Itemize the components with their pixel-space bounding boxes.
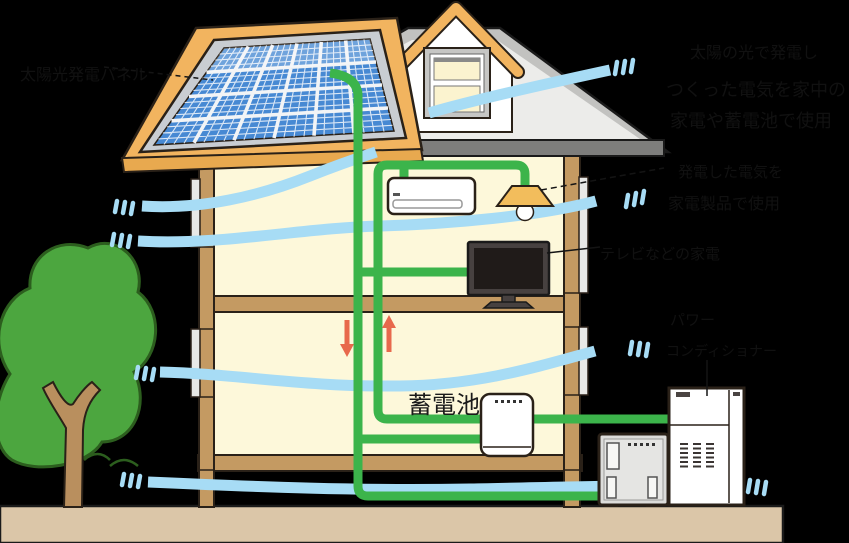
wind-tick-exit [627,339,651,359]
battery-indicator-dots [495,400,522,403]
storage-battery [479,392,535,458]
wind-flow-upper [141,146,378,213]
wall-vent-strip [578,326,589,396]
airflow-arrows [340,315,396,357]
wind-tick-entry [109,231,133,250]
airflow-arrow-down-head [340,344,354,357]
label-unit-line2: コンディショナー [666,343,777,359]
power-conditioner-unit [667,386,746,507]
wind-ticks [109,188,769,497]
leader-lamp [540,167,665,191]
tree-canopy [0,241,158,469]
label-tv: テレビなどの家電 [600,246,720,263]
label-note-line1: 太陽の光で発電し [690,44,818,62]
label-battery: 蓄電池 [408,392,480,419]
power-cable-branch [373,160,672,424]
lamp-shade [495,185,555,207]
leader-solar [103,66,214,81]
outdoor-unit [597,432,670,507]
leader-lines [103,66,708,396]
label-note-line2: つくった電気を家中の [666,80,846,100]
ground-floor-band [197,454,583,472]
label-appliance-line1: 発電した電気を [678,164,783,181]
label-appliance-line2: 家電製品で使用 [668,195,780,213]
wind-tick-entry [133,364,157,383]
wind-tick-entry [119,471,143,490]
wind-flow-first-floor [159,345,597,392]
tv [466,240,551,309]
wall-vent-strip [578,176,589,294]
power-cable-main [329,68,603,501]
unit-vents [680,443,714,468]
wind-tick-exit [745,477,769,497]
solar-panel [137,28,408,154]
wind-tick-exit [623,188,647,210]
airflow-arrow-up-head [382,315,396,328]
ground [0,504,785,543]
solar-roof [119,16,425,174]
tree-canopy-detail [83,452,139,467]
label-note-line3: 家電や蓄電池で使用 [670,111,832,131]
wind-tick-entry [112,198,136,217]
tree [0,241,158,508]
pendant-light [495,185,555,222]
label-unit-line1: パワー [670,312,715,329]
wind-flow-roof [427,64,612,119]
tree-trunk [41,380,102,508]
post-joints [199,246,580,471]
leader-tv [546,246,601,254]
air-conditioner [386,176,477,216]
label-solar-panel: 太陽光発電パネル [20,66,148,84]
wall-vent-strip [190,328,201,398]
wall-vent-strip [190,178,201,248]
solar-module-separators [171,40,389,144]
solar-panel-highlight [206,39,376,73]
wind-tick-exit [612,57,636,77]
